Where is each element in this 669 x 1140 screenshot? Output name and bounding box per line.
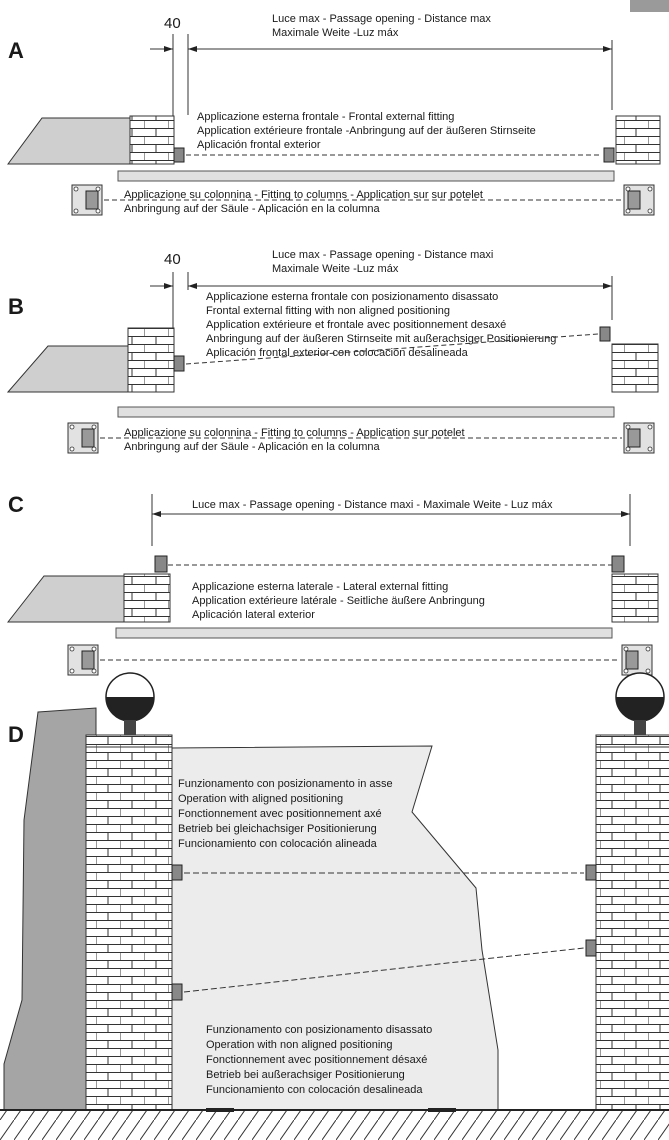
gate-bar-c bbox=[115, 627, 613, 639]
section-letter-c: C bbox=[8, 492, 24, 517]
aligned-label-2: Operation with aligned positioning bbox=[178, 793, 343, 805]
nonaligned-label-3: Fonctionnement avec positionnement désax… bbox=[206, 1054, 427, 1066]
nonaligned-label-5: Funcionamiento con colocación desalinead… bbox=[206, 1084, 423, 1096]
right-pillar bbox=[595, 734, 669, 1111]
desc-b-4: Anbringung auf der äußeren Stirnseite mi… bbox=[206, 333, 556, 345]
gate-bar-a bbox=[117, 170, 615, 182]
distance-label-a-2: Maximale Weite -Luz máx bbox=[272, 27, 399, 39]
nonaligned-label-2: Operation with non aligned positioning bbox=[206, 1039, 393, 1051]
photocell-left-b bbox=[173, 355, 185, 372]
photocell-right-c bbox=[611, 555, 625, 573]
section-letter-a: A bbox=[8, 38, 24, 63]
column-label-b-2: Anbringung auf der Säule - Aplicación en… bbox=[124, 441, 380, 453]
desc-b-2: Frontal external fitting with non aligne… bbox=[206, 305, 450, 317]
nonaligned-label-4: Betrieb bei außerachsiger Positionierung bbox=[206, 1069, 405, 1081]
dimension-b: 40 bbox=[164, 251, 181, 268]
aligned-label-3: Fonctionnement avec positionnement axé bbox=[178, 808, 382, 820]
desc-c-3: Aplicación lateral exterior bbox=[192, 609, 315, 621]
wall-left-b bbox=[127, 327, 175, 393]
aligned-label-4: Betrieb bei gleichachsiger Positionierun… bbox=[178, 823, 377, 835]
desc-b-5: Aplicación frontal exterior con colocaci… bbox=[206, 347, 469, 359]
photocell-left-c bbox=[154, 555, 168, 573]
left-pillar bbox=[85, 734, 173, 1111]
photocell-d-nonaligned-right bbox=[585, 939, 597, 957]
desc-a-1: Applicazione esterna frontale - Frontal … bbox=[197, 111, 454, 123]
distance-label-a-1: Luce max - Passage opening - Distance ma… bbox=[272, 13, 491, 25]
desc-b-1: Applicazione esterna frontale con posizi… bbox=[206, 291, 498, 303]
photocell-left-a bbox=[173, 147, 185, 163]
wall-right-c bbox=[611, 573, 659, 623]
desc-c-2: Application extérieure latérale - Seitli… bbox=[192, 595, 485, 607]
section-letter-d: D bbox=[8, 722, 24, 747]
column-label-a-2: Anbringung auf der Säule - Aplicación en… bbox=[124, 203, 380, 215]
wall-right-a bbox=[615, 115, 661, 165]
photocell-d-nonaligned-left bbox=[171, 983, 183, 1001]
distance-label-b-2: Maximale Weite -Luz máx bbox=[272, 263, 399, 275]
distance-label-c: Luce max - Passage opening - Distance ma… bbox=[192, 499, 553, 511]
desc-a-2: Application extérieure frontale -Anbring… bbox=[197, 125, 536, 137]
desc-c-1: Applicazione esterna laterale - Lateral … bbox=[192, 581, 448, 593]
desc-a-3: Aplicación frontal exterior bbox=[197, 139, 321, 151]
gate-bar-b bbox=[117, 406, 615, 418]
section-letter-b: B bbox=[8, 294, 24, 319]
column-label-a-1: Applicazione su colonnina - Fitting to c… bbox=[124, 189, 483, 201]
ground-hatch bbox=[0, 1111, 669, 1140]
desc-b-3: Application extérieure et frontale avec … bbox=[206, 319, 506, 331]
photocell-d-aligned-right bbox=[585, 864, 597, 881]
photocell-right-a bbox=[603, 147, 615, 163]
aligned-label-1: Funzionamento con posizionamento in asse bbox=[178, 778, 393, 790]
left-embankment bbox=[3, 707, 97, 1111]
wall-left-c bbox=[123, 573, 171, 623]
dimension-a: 40 bbox=[164, 15, 181, 32]
wall-right-b bbox=[611, 343, 659, 393]
photocell-right-b bbox=[599, 326, 611, 342]
aligned-label-5: Funcionamiento con colocación alineada bbox=[178, 838, 378, 850]
nonaligned-label-1: Funzionamento con posizionamento disassa… bbox=[206, 1024, 432, 1036]
wall-left-a bbox=[129, 115, 175, 165]
corner-tab bbox=[630, 0, 669, 12]
distance-label-b-1: Luce max - Passage opening - Distance ma… bbox=[272, 249, 493, 261]
photocell-d-aligned-left bbox=[171, 864, 183, 881]
column-label-b-1: Applicazione su colonnina - Fitting to c… bbox=[124, 427, 465, 439]
